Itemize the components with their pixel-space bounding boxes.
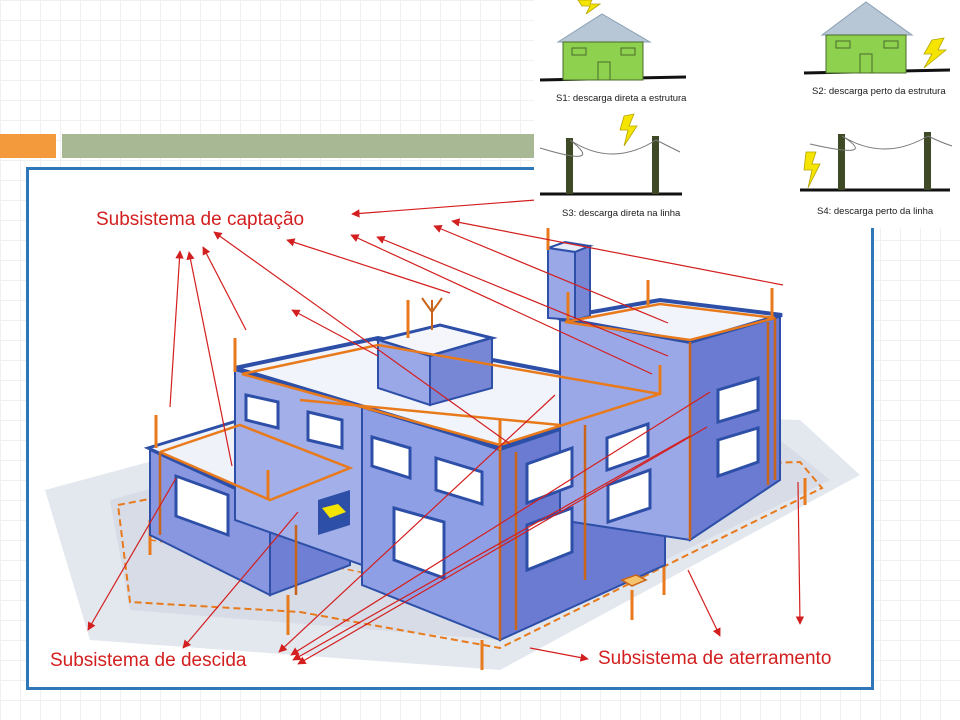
label-captacao: Subsistema de captação	[96, 209, 305, 230]
captacao-arrows	[169, 199, 784, 467]
label-descida: Subsistema de descida	[50, 650, 247, 671]
label-aterramento: Subsistema de aterramento	[598, 648, 832, 669]
title-accent-orange	[0, 134, 56, 158]
s1-house	[539, 0, 687, 82]
s3-power-line	[539, 113, 682, 196]
s4-power-line	[800, 132, 953, 192]
s2-house	[803, 1, 951, 75]
aterramento-arrows	[529, 481, 805, 662]
scenario-label-s2: S2: descarga perto da estrutura	[812, 86, 946, 97]
scenario-label-s3: S3: descarga direta na linha	[562, 208, 681, 219]
scenario-label-s1: S1: descarga direta a estrutura	[556, 93, 687, 104]
scenario-label-s4: S4: descarga perto da linha	[817, 206, 934, 217]
ground-ring	[117, 460, 824, 650]
descida-arrows	[87, 391, 711, 665]
